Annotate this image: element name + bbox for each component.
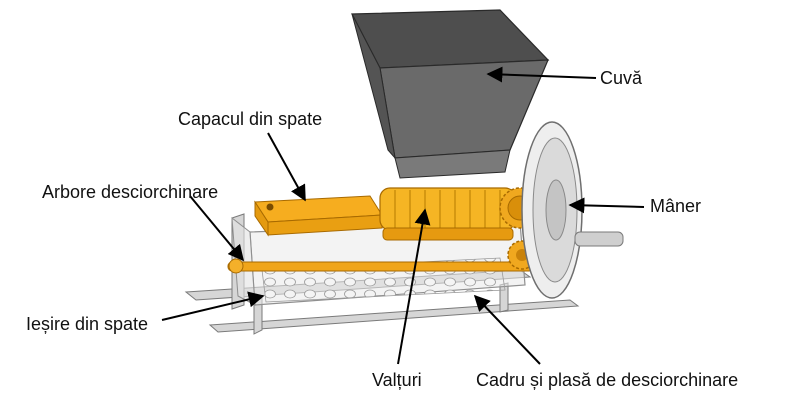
arrow-arbore [189,195,245,262]
label-iesire: Ieșire din spate [26,314,149,334]
label-arbore: Arbore desciorchinare [42,182,219,202]
handle-wheel [521,121,624,299]
shaft [227,258,534,274]
arrow-cadru [473,294,541,365]
arrow-cuva [486,66,597,83]
rollers [379,187,516,241]
label-capac: Capacul din spate [178,109,323,129]
label-cadru: Cadru și plasă de desciorchinare [476,370,739,390]
label-maner: Mâner [650,196,702,216]
leader-arrows [161,66,645,365]
arrow-maner [568,197,645,214]
label-valturi: Valțuri [372,370,422,390]
back-cover [254,195,383,237]
hopper [351,9,550,179]
label-cuva: Cuvă [600,68,643,88]
arrow-iesire [161,291,265,321]
arrow-capac [267,132,306,202]
arrow-valturi [397,208,431,365]
